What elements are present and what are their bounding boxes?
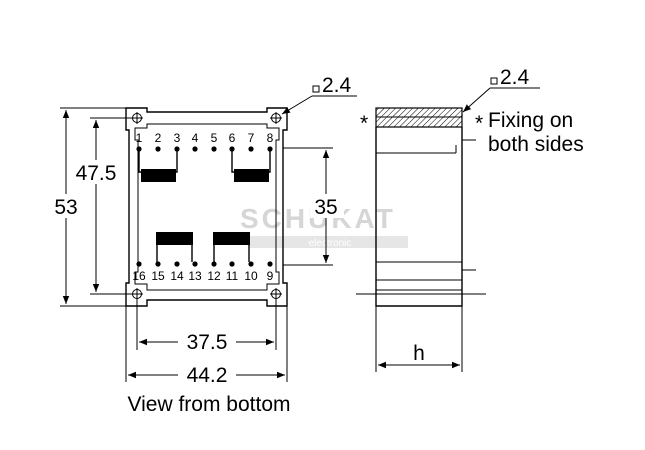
pin-label-15: 15 (151, 269, 165, 283)
coil-top-right (231, 150, 271, 182)
pin-dot-15 (155, 261, 161, 267)
pin-dot-11 (229, 261, 235, 267)
pin-dot-8 (267, 146, 273, 152)
pin-dot-13 (192, 261, 198, 267)
asterisk-right: * (475, 112, 483, 135)
pin-label-11: 11 (226, 269, 239, 283)
housing-inner-outline (134, 123, 280, 291)
dim-44-2-label: 44.2 (187, 364, 228, 387)
pin-dot-10 (248, 261, 254, 267)
coil-top-left (138, 150, 178, 182)
hole-callout-bottom-view: 2.4 (281, 74, 357, 115)
pin-label-12: 12 (207, 269, 221, 283)
pin-dot-5 (211, 146, 217, 152)
mounting-hole-bottom-left (131, 288, 143, 300)
fixing-note-line1: Fixing on (488, 109, 573, 132)
pins-bottom-row: 16 15 14 13 12 11 10 9 (132, 261, 274, 283)
hole-2-4-label: 2.4 (322, 74, 352, 97)
coil-bottom-left (156, 232, 193, 262)
dimension-side-height: h (375, 306, 463, 372)
pin-label-13: 13 (188, 269, 202, 283)
watermark-subtext: electronic (309, 238, 352, 249)
side-body-outline (375, 127, 463, 307)
dimension-pin-span-height: 47.5 (68, 117, 131, 295)
pin-dot-16 (136, 261, 142, 267)
side-hole-2-4-label: 2.4 (500, 66, 530, 89)
mounting-hole-top-right (270, 112, 282, 124)
pin-label-6: 6 (229, 131, 236, 145)
mounting-hole-top-left (131, 112, 143, 124)
dim-h-label: h (413, 342, 425, 365)
pin-dot-14 (174, 261, 180, 267)
pin-dot-2 (155, 146, 161, 152)
view-caption: View from bottom (127, 393, 290, 416)
pin-dot-7 (248, 146, 254, 152)
coil-bottom-right (213, 232, 250, 262)
pin-dot-4 (192, 146, 198, 152)
side-view: h 2.4 * * Fixing on both sides (356, 66, 584, 372)
dim-47-5-label: 47.5 (76, 162, 117, 185)
pin-label-9: 9 (267, 269, 274, 283)
pin-label-14: 14 (170, 269, 184, 283)
pin-label-8: 8 (267, 131, 274, 145)
mounting-hole-bottom-right (270, 288, 282, 300)
pin-dot-12 (211, 261, 217, 267)
pin-label-7: 7 (248, 131, 255, 145)
dimension-row-spacing: 35 (283, 147, 344, 266)
pin-dot-6 (229, 146, 235, 152)
pin-label-3: 3 (174, 131, 181, 145)
pin-label-1: 1 (136, 131, 143, 145)
pin-dot-9 (267, 261, 273, 267)
fixing-note-line2: both sides (488, 133, 584, 156)
pin-dot-3 (174, 146, 180, 152)
dim-35-label: 35 (314, 196, 337, 219)
dim-37-5-label: 37.5 (187, 331, 228, 354)
pin-label-16: 16 (132, 269, 146, 283)
pin-label-4: 4 (192, 131, 199, 145)
pin-label-5: 5 (211, 131, 218, 145)
pin-dot-1 (136, 146, 142, 152)
dimension-overall-width: 44.2 (125, 306, 288, 387)
asterisk-left: * (360, 112, 368, 135)
pin-label-10: 10 (244, 269, 258, 283)
dimension-overall-height: 53 (50, 107, 126, 307)
dim-53-label: 53 (54, 196, 77, 219)
pin-label-2: 2 (155, 131, 162, 145)
dimension-pin-pitch-width: 37.5 (136, 300, 277, 354)
hole-callout-side-view: 2.4 (462, 66, 540, 113)
